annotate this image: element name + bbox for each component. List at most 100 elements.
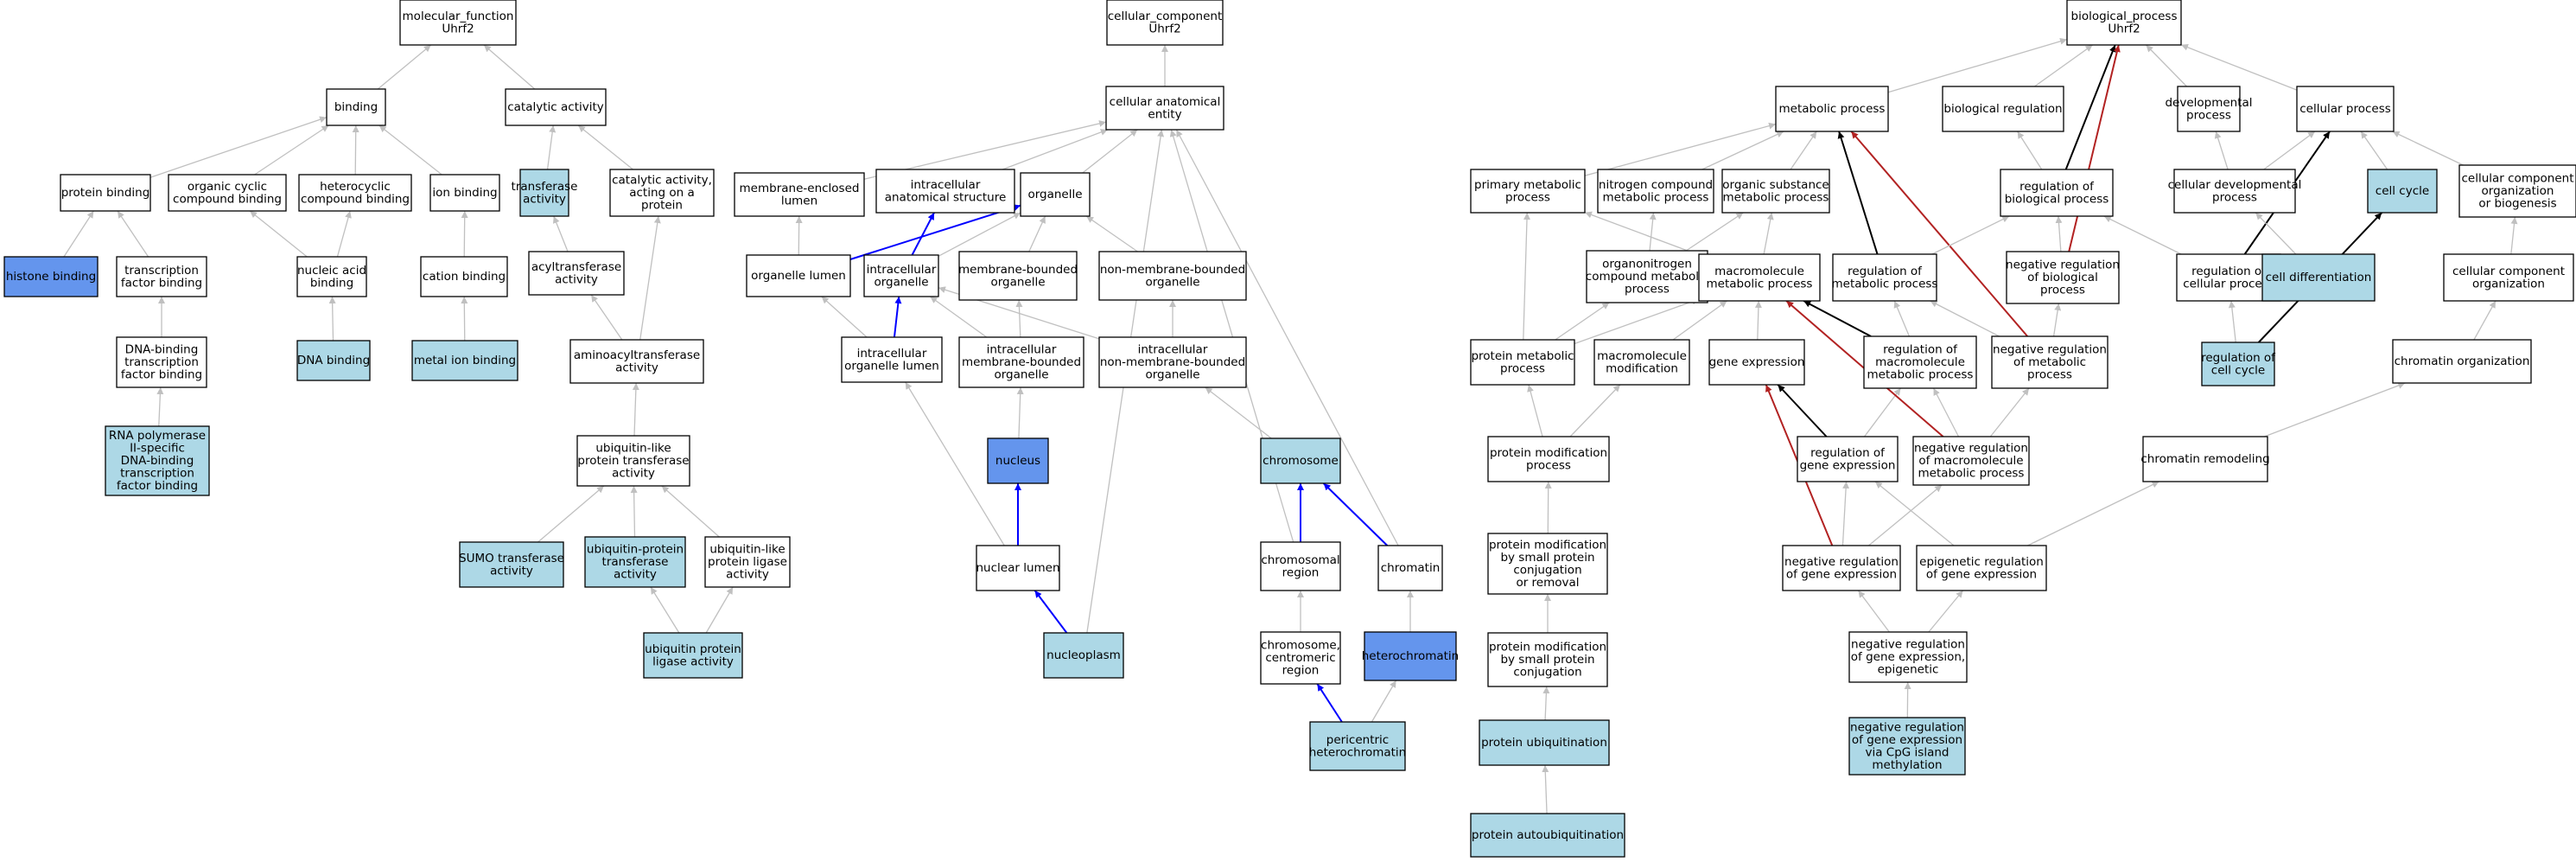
node-box xyxy=(1098,251,1247,301)
node-label-line: organelle xyxy=(990,275,1045,289)
node-orglumen: organelle lumen xyxy=(746,254,851,297)
node-label-line: methylation xyxy=(1872,758,1942,772)
edge-cellproc-to-bp xyxy=(2180,43,2298,91)
node-binding: binding xyxy=(326,88,386,126)
node-label-line: of gene expression xyxy=(1786,567,1897,581)
node-label-line: organization xyxy=(2482,184,2554,198)
node-label-line: acting on a xyxy=(629,186,695,200)
edge-protmet-to-macromet xyxy=(1574,297,1700,345)
node-label-line: histone binding xyxy=(6,270,96,284)
edge-celldev-to-devproc xyxy=(2214,131,2229,170)
node-box xyxy=(1848,717,1966,776)
node-label-line: membrane-bounded xyxy=(958,263,1078,277)
node-label-line: chromosome xyxy=(1263,454,1339,468)
node-box xyxy=(105,425,210,496)
node-dnabind: DNA binding xyxy=(296,340,371,381)
node-label-line: DNA-binding xyxy=(121,454,194,468)
edge-reggene-to-regmacro xyxy=(1863,387,1902,437)
node-label-line: of macromolecule xyxy=(1918,454,2023,468)
node-label-line: activity xyxy=(490,564,533,578)
node-label-line: metabolic process xyxy=(1867,368,1974,382)
edge-regbio-to-bioreg xyxy=(2017,131,2043,170)
edge-regcell-to-regbio xyxy=(2103,215,2182,255)
edge-sumo-to-ubl xyxy=(537,485,605,543)
node-label-line: organelle xyxy=(1145,275,1199,289)
node-label-line: RNA polymerase xyxy=(109,429,206,443)
edge-chromatin-to-cae xyxy=(1175,129,1399,546)
node-label-line: acyltransferase xyxy=(531,260,621,274)
node-label-line: ubiquitin-like xyxy=(709,543,785,557)
edge-regmet-to-regbio xyxy=(1931,215,2010,255)
node-label-line: transcription xyxy=(124,264,199,278)
node-label-line: organic substance xyxy=(1722,178,1829,192)
edge-transf-to-cat xyxy=(546,125,557,170)
edge-regbio-to-bp xyxy=(2064,44,2116,170)
node-chromorg: chromatin organization xyxy=(2392,339,2532,384)
node-label-line: organonitrogen xyxy=(1602,258,1692,271)
node-histone: histone binding xyxy=(3,256,99,297)
node-box xyxy=(1470,813,1625,858)
node-label-line: organelle lumen xyxy=(844,359,939,373)
node-box xyxy=(1260,541,1341,591)
node-label-line: cell differentiation xyxy=(2266,271,2372,284)
edge-rnapol-to-dnatf xyxy=(156,386,164,427)
node-box xyxy=(1020,172,1091,217)
edge-cat-to-mf xyxy=(483,44,536,90)
node-box xyxy=(1708,339,1805,386)
edge-metal-to-cation xyxy=(461,296,468,342)
edge-regmacro-to-regmet xyxy=(1893,300,1911,337)
node-cellcycle: cell cycle xyxy=(2367,169,2438,214)
edge-regcc-to-regcell xyxy=(2228,300,2236,343)
node-label-line: chromosomal xyxy=(1261,553,1339,567)
node-label-line: cellular component xyxy=(2461,172,2573,186)
node-label-line: protein metabolic xyxy=(1471,349,1574,363)
node-box xyxy=(1487,533,1608,595)
edge-nuclumen-to-icorglumen xyxy=(905,381,1005,546)
edge-macromet-to-primmet xyxy=(1584,211,1700,256)
node-label-line: of gene expression xyxy=(1852,733,1962,747)
node-bioreg: biological regulation xyxy=(1942,86,2064,132)
node-label-line: nucleic acid xyxy=(297,264,366,278)
node-label-line: transcription xyxy=(124,355,199,369)
node-box xyxy=(168,174,287,212)
node-label-line: heterochromatin xyxy=(1362,649,1460,663)
node-box xyxy=(429,174,500,212)
node-label-line: cell cycle xyxy=(2376,184,2429,198)
node-box xyxy=(1098,336,1247,388)
node-icnonmem: intracellularnon-membrane-boundedorganel… xyxy=(1098,336,1247,388)
edge-protautoubiq-to-protubiq xyxy=(1542,764,1549,814)
edge-devproc-to-bp xyxy=(2146,44,2187,87)
node-label-line: regulation of xyxy=(2019,180,2095,194)
node-box xyxy=(1916,545,2047,591)
node-label-line: protein transferase xyxy=(577,454,689,468)
edge-membound-to-organelle xyxy=(1028,215,1046,252)
node-label-line: membrane-bounded xyxy=(962,355,1081,369)
node-box xyxy=(1470,339,1575,386)
edge-ionbind-to-binding xyxy=(378,125,442,176)
node-box xyxy=(411,340,518,381)
edge-dnabind-to-nucacid xyxy=(328,296,336,342)
node-label-line: ubiquitin protein xyxy=(645,642,741,656)
node-label-line: factor binding xyxy=(117,479,198,493)
edge-ubiqlig-to-ubllig xyxy=(705,586,734,634)
edge-celldev-to-cellproc xyxy=(2263,131,2316,170)
edge-cation-to-ionbind xyxy=(461,210,468,258)
node-label-line: macromolecule xyxy=(1714,265,1804,278)
edge-negregmacro-to-negregmet xyxy=(1989,387,2030,437)
node-label-line: intracellular xyxy=(867,263,937,277)
edge-protmet-to-orgnitro xyxy=(1555,302,1610,341)
